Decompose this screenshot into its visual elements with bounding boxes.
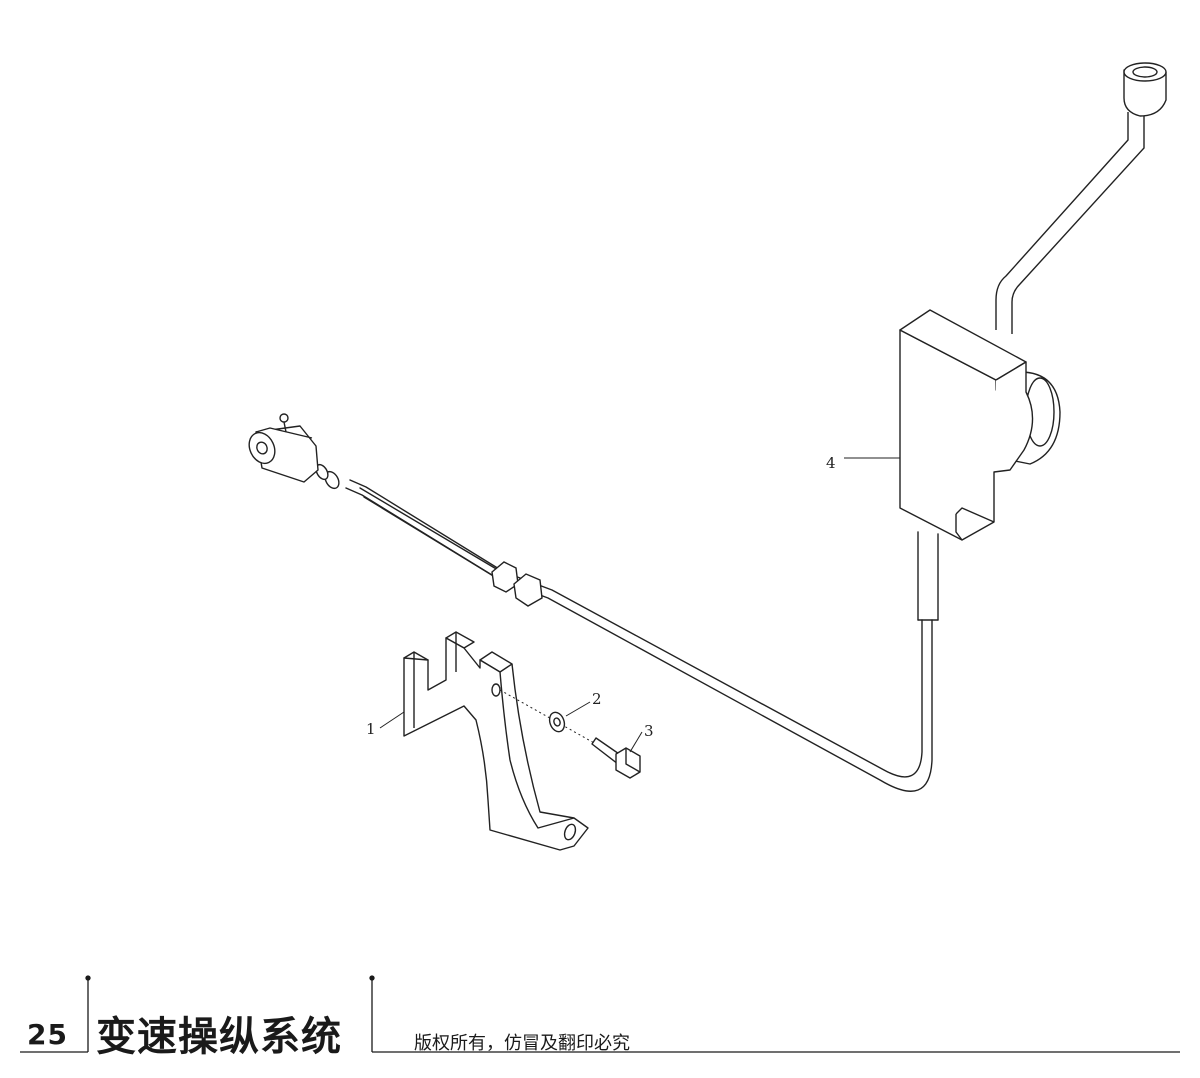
callout-leaders	[379, 457, 900, 753]
copyright-notice: 版权所有，仿冒及翻印必究	[414, 1033, 630, 1054]
shift-lever-assembly	[899, 62, 1167, 541]
part-number-1: 1	[366, 720, 376, 738]
control-cable	[345, 479, 939, 792]
cable-clevis	[248, 413, 319, 483]
bracket-part	[403, 631, 589, 851]
page-number: 25	[27, 1018, 68, 1051]
washer-part	[548, 711, 566, 733]
part-number-3: 3	[644, 722, 654, 740]
part-number-2: 2	[592, 690, 602, 708]
footer-rule	[20, 975, 1180, 1053]
part-number-4: 4	[826, 454, 836, 472]
bolt-part	[591, 737, 641, 779]
assembly-axis-line	[499, 689, 597, 745]
cable-hex-nuts	[315, 463, 543, 607]
section-title: 变速操纵系统	[96, 1014, 342, 1060]
